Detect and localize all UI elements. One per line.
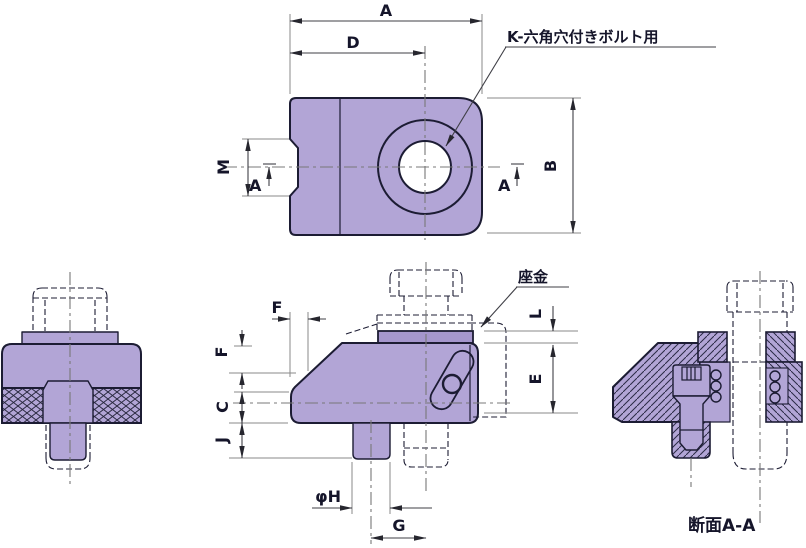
section-mark-right-label: A — [498, 176, 511, 195]
side-stud — [352, 422, 391, 460]
section-view: 断面A-A — [612, 271, 803, 536]
dim-a-label: A — [380, 1, 393, 20]
hidden-hex-bolt-top — [376, 269, 473, 331]
dim-j-label: J — [212, 437, 231, 444]
dim-l-label: L — [526, 309, 545, 319]
dim-g-label: G — [392, 516, 405, 535]
front-boss — [42, 380, 94, 424]
k-note-leader — [445, 46, 507, 147]
dim-d-label: D — [346, 33, 359, 52]
washer-note-label: 座金 — [517, 268, 549, 286]
spring-coils — [710, 369, 781, 404]
front-stud — [49, 422, 87, 461]
front-view — [1, 272, 142, 488]
dim-f-top-label: F — [272, 298, 283, 317]
section-caption: 断面A-A — [688, 515, 756, 536]
dim-c-label: C — [213, 401, 232, 413]
section-washer-left — [697, 331, 728, 363]
section-mark-left-label: A — [249, 176, 262, 195]
side-view: F F C J φH G 座金 L — [212, 262, 578, 544]
dim-b-label: B — [541, 160, 560, 172]
hidden-thread-outline — [45, 425, 91, 470]
front-body — [1, 343, 142, 389]
top-view: A D M A A B K-六角穴付きボルト用 — [214, 1, 716, 240]
washer-leader — [480, 286, 518, 328]
dim-m-label: M — [214, 159, 233, 175]
side-slot-hole — [441, 373, 463, 395]
section-washer-right — [765, 331, 796, 363]
side-body — [290, 342, 479, 424]
dim-f-side-label: F — [212, 347, 231, 358]
k-note-label: K-六角穴付きボルト用 — [507, 28, 659, 46]
dim-e-label: E — [526, 374, 545, 385]
socket-head-cap-screw — [672, 364, 711, 451]
dim-phi-h-label: φH — [315, 487, 341, 506]
